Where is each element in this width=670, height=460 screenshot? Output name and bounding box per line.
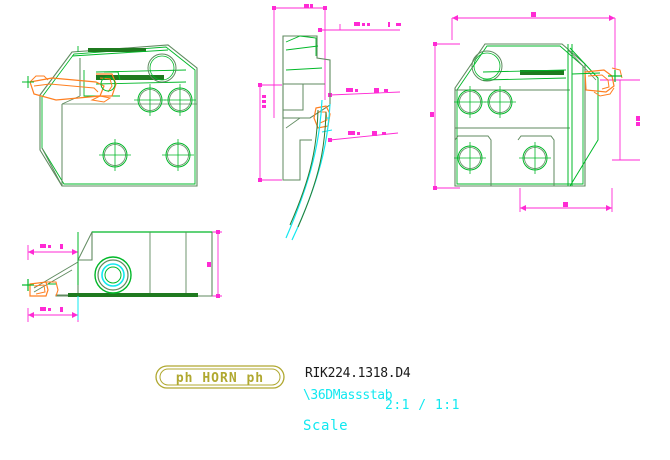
green-tangent2: [297, 111, 327, 228]
boss-circle-inner: [473, 52, 501, 80]
bore-group: [99, 84, 196, 171]
dimension-text-marks: [262, 4, 401, 136]
dimension-group-bottom: [27, 230, 222, 322]
top-edge: [71, 49, 169, 57]
chamfer: [285, 117, 301, 129]
boss-circle: [471, 50, 503, 82]
massstab-label: \36DMassstab: [303, 388, 393, 403]
base-band: [68, 293, 198, 297]
dimension-text-marks: [40, 244, 211, 312]
insert-orange: [571, 67, 623, 97]
right-flank: [569, 47, 599, 187]
slot-edge2: [482, 77, 567, 81]
chamfer: [77, 231, 93, 261]
top-band: [88, 48, 146, 52]
pocket-left: [454, 135, 492, 186]
notch: [282, 83, 304, 111]
scale-label: Scale: [303, 418, 349, 434]
logo-inner-frame: [159, 368, 281, 386]
slot-band: [520, 70, 564, 75]
dimension-group-right: [433, 15, 640, 212]
boss-circle-inner: [149, 55, 175, 81]
view-top-left: [22, 44, 198, 187]
slot-edge: [482, 69, 567, 73]
flank-edge: [567, 49, 597, 81]
face-line2: [285, 67, 323, 71]
scale-value: 2:1 / 1:1: [385, 398, 460, 413]
top-face: [285, 35, 317, 56]
body-outline-inner: [456, 45, 584, 185]
face-line: [285, 45, 319, 51]
view-bottom-left: [22, 230, 222, 322]
taper2: [33, 269, 73, 293]
body-outline: [454, 43, 586, 187]
taper: [33, 261, 79, 289]
view-right: [430, 12, 640, 212]
slot-edge2: [95, 81, 187, 85]
insert-orange: [22, 279, 59, 297]
green-tangent: [289, 109, 319, 226]
dimension-group-middle: [258, 6, 401, 182]
chamfer2: [61, 95, 81, 105]
body-outline: [282, 35, 331, 119]
body-outline: [55, 231, 213, 297]
bore-feature: [94, 256, 132, 294]
bore-group: [454, 86, 551, 174]
slot-band: [96, 75, 164, 80]
pocket-right: [517, 135, 555, 186]
insert-orange: [22, 71, 121, 103]
dimension-text-marks: [430, 12, 640, 207]
logo-text: ph HORN ph: [176, 371, 264, 386]
lower-profile: [282, 110, 312, 181]
logo-outer-frame: [155, 365, 285, 389]
chamfer: [41, 147, 63, 187]
view-middle-top: [258, 4, 401, 241]
boss-circle: [147, 53, 177, 83]
company-logo: ph HORN ph: [155, 365, 285, 389]
part-number: RIK224.1318.D4: [305, 366, 411, 381]
